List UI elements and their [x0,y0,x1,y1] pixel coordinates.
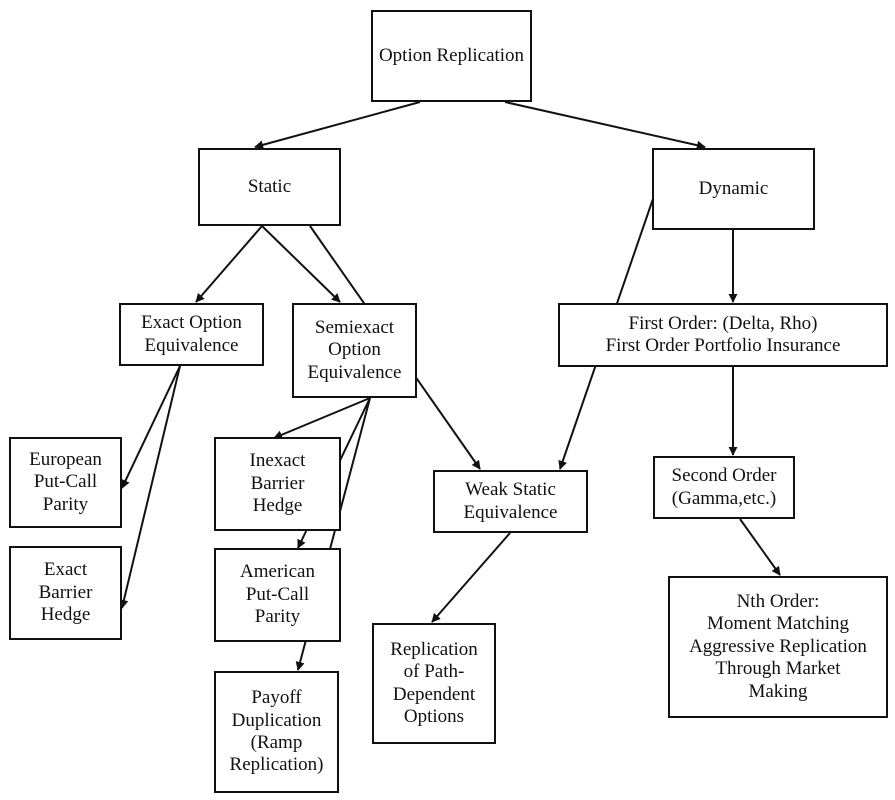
arrow-root-to-dynamic [504,101,706,150]
payoff-duplication-node: Payoff Duplication (Ramp Replication) [214,671,339,793]
static-node: Static [198,148,341,226]
arrow-exact-to-european [121,365,181,489]
arrow-root-to-static [254,101,421,150]
arrow-second-to-nth [739,518,781,576]
arrow-static-to-exact [195,225,263,303]
nth-order-node: Nth Order: Moment Matching Aggressive Re… [668,576,888,718]
option-replication-node: Option Replication [371,10,532,102]
european-put-call-parity-node: European Put-Call Parity [9,437,122,528]
first-order-node: First Order: (Delta, Rho) First Order Po… [558,303,888,367]
american-put-call-parity-node: American Put-Call Parity [214,548,341,642]
semiexact-option-equivalence-node: Semiexact Option Equivalence [292,303,417,398]
replication-path-dependent-node: Replication of Path- Dependent Options [372,623,496,744]
exact-option-equivalence-node: Exact Option Equivalence [119,303,264,366]
arrow-weak-to-replication [431,532,511,623]
arrow-static-to-semiexact [261,225,341,303]
arrow-exact-to-exact-barrier [119,365,181,609]
second-order-node: Second Order (Gamma,etc.) [653,456,795,519]
inexact-barrier-hedge-node: Inexact Barrier Hedge [214,437,341,531]
exact-barrier-hedge-node: Exact Barrier Hedge [9,546,122,640]
arrow-semiexact-to-inexact [273,397,371,440]
dynamic-node: Dynamic [652,148,815,230]
weak-static-equivalence-node: Weak Static Equivalence [433,470,588,533]
